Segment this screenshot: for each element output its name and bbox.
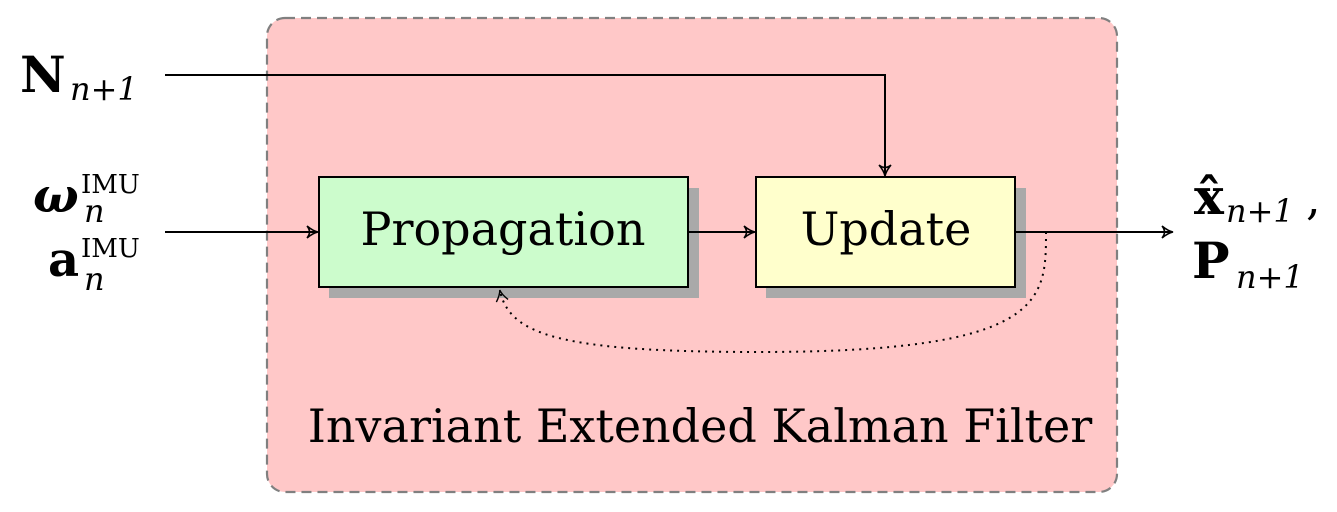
gyro-symbol: ω — [33, 168, 79, 224]
noise-symbol: N — [20, 45, 66, 104]
accel-superscript: IMU — [81, 234, 140, 264]
accel-symbol: a — [48, 232, 79, 288]
covariance-subscript: n+1 — [1236, 258, 1304, 296]
gyro-subscript: n — [84, 192, 105, 230]
state-suffix: , — [1306, 171, 1321, 225]
covariance-output-label: P n+1 — [1192, 231, 1304, 296]
gyro-superscript: IMU — [81, 170, 140, 200]
state-symbol: x̂ — [1194, 167, 1225, 226]
noise-to-update-arrow — [165, 74, 892, 177]
propagation-block — [318, 176, 689, 288]
accel-subscript: n — [84, 260, 105, 298]
noise-input-label: N n+1 — [20, 45, 138, 108]
state-output-label: x̂ n+1 , — [1194, 167, 1321, 230]
accel-input-label: a IMU n — [48, 232, 140, 298]
noise-subscript: n+1 — [70, 70, 138, 108]
iekf-container-label: Invariant Extended Kalman Filter — [308, 399, 1093, 453]
update-block — [755, 176, 1016, 288]
state-subscript: n+1 — [1226, 192, 1294, 230]
covariance-symbol: P — [1192, 231, 1230, 290]
gyro-input-label: ω IMU n — [33, 168, 140, 230]
update-block-label: Update — [801, 202, 972, 256]
propagation-block-label: Propagation — [361, 202, 646, 256]
